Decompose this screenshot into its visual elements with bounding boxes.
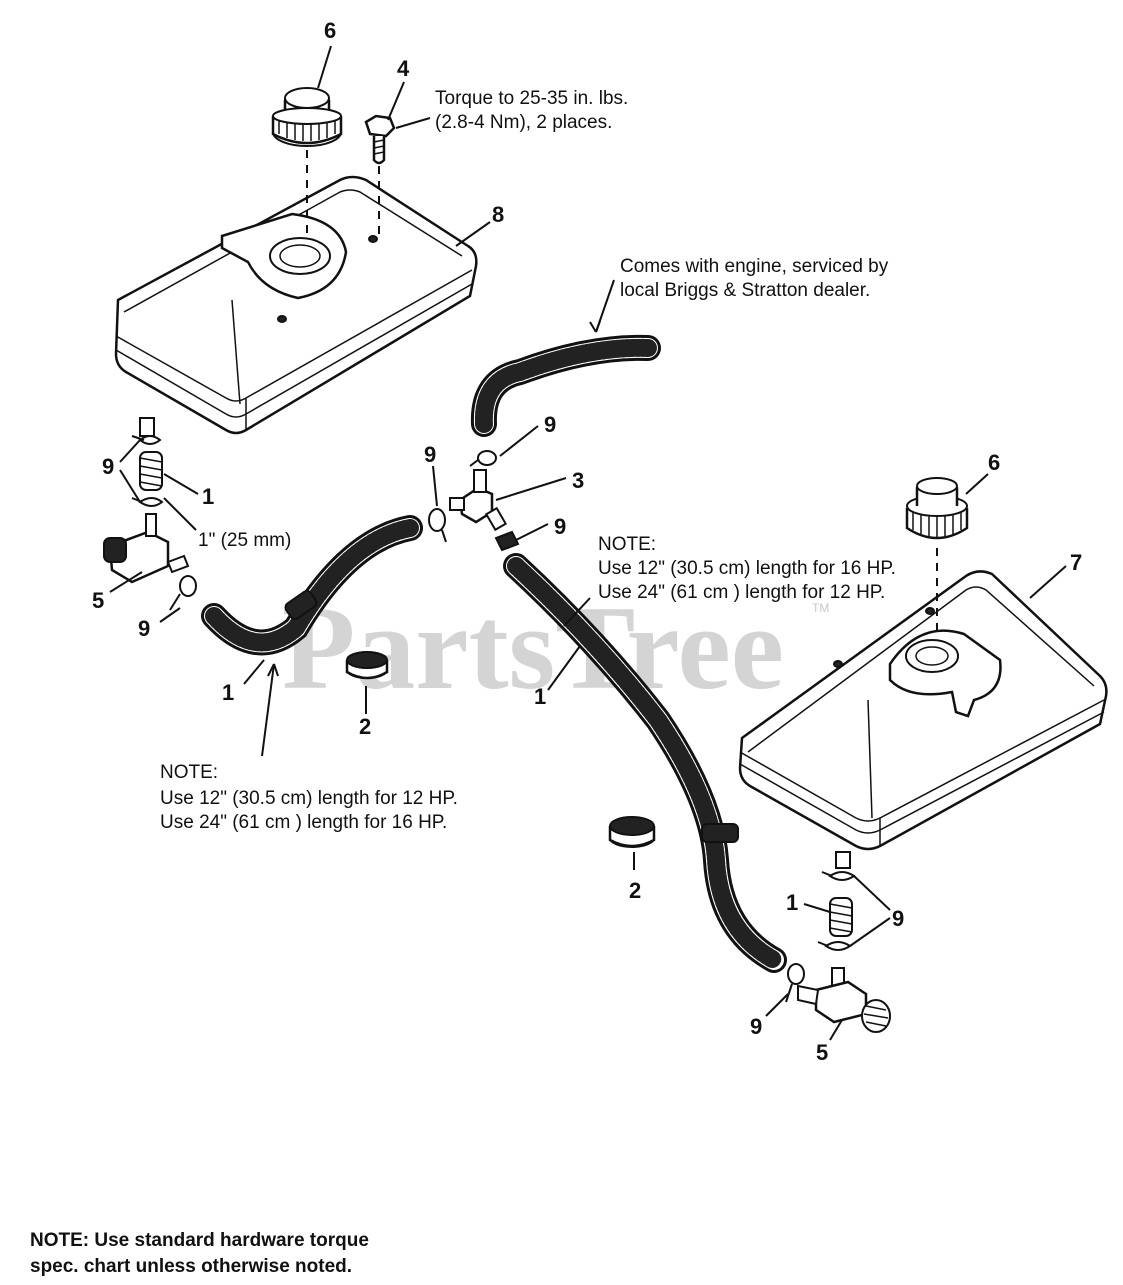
callout-1-center-hose: 1	[534, 684, 546, 709]
fuel-tank-left	[114, 175, 478, 437]
callout-9-left-b: 9	[138, 616, 150, 641]
callout-8: 8	[492, 202, 504, 227]
fuel-cap-top	[271, 87, 343, 147]
callout-5-right: 5	[816, 1040, 828, 1065]
torque-note-line1: Torque to 25-35 in. lbs.	[435, 88, 628, 109]
callout-6-top: 6	[324, 18, 336, 43]
callout-9-left-a: 9	[102, 454, 114, 479]
center-fittings	[428, 450, 520, 552]
footer-note-line2: spec. chart unless otherwise noted.	[30, 1256, 352, 1277]
note-left-line1: Use 12" (30.5 cm) length for 12 HP.	[160, 788, 458, 809]
hose-center	[503, 553, 787, 973]
note-left-line2: Use 24" (61 cm ) length for 16 HP.	[160, 812, 447, 833]
grommet-left	[345, 651, 389, 680]
torque-note-line2: (2.8-4 Nm), 2 places.	[435, 112, 612, 133]
callout-1-left-a: 1	[202, 484, 214, 509]
note-right-line1: Use 12" (30.5 cm) length for 16 HP.	[598, 558, 896, 579]
note-right-line2: Use 24" (61 cm ) length for 12 HP.	[598, 582, 885, 603]
hose-engine	[470, 334, 661, 437]
callout-9-center-c: 9	[554, 514, 566, 539]
callout-2-left: 2	[359, 714, 371, 739]
hose-left	[201, 515, 423, 656]
callout-6-right: 6	[988, 450, 1000, 475]
note-left-title: NOTE:	[160, 762, 218, 783]
engine-note-line2: local Briggs & Stratton dealer.	[620, 280, 870, 301]
right-fittings	[785, 871, 891, 1033]
callout-5-left: 5	[92, 588, 104, 613]
watermark-tm: TM	[812, 601, 829, 615]
filter-length-note: 1" (25 mm)	[198, 530, 291, 551]
left-fittings	[103, 435, 197, 611]
callout-9-center-b: 9	[544, 412, 556, 437]
fuel-cap-right	[905, 477, 969, 540]
callout-9-right-a: 9	[892, 906, 904, 931]
callout-1-left-hose: 1	[222, 680, 234, 705]
footer-note-line1: NOTE: Use standard hardware torque	[30, 1230, 369, 1251]
fuel-tank-right	[738, 570, 1108, 869]
callout-1-right: 1	[786, 890, 798, 915]
callout-3: 3	[572, 468, 584, 493]
callout-7: 7	[1070, 550, 1082, 575]
engine-note-line1: Comes with engine, serviced by	[620, 256, 889, 277]
bolt-4	[364, 114, 396, 165]
callout-9-center-a: 9	[424, 442, 436, 467]
note-right-title: NOTE:	[598, 534, 656, 555]
callout-4: 4	[397, 56, 410, 81]
grommet-right	[608, 816, 656, 848]
callout-9-right-b: 9	[750, 1014, 762, 1039]
leader-lines	[109, 45, 1067, 1041]
callout-2-right: 2	[629, 878, 641, 903]
